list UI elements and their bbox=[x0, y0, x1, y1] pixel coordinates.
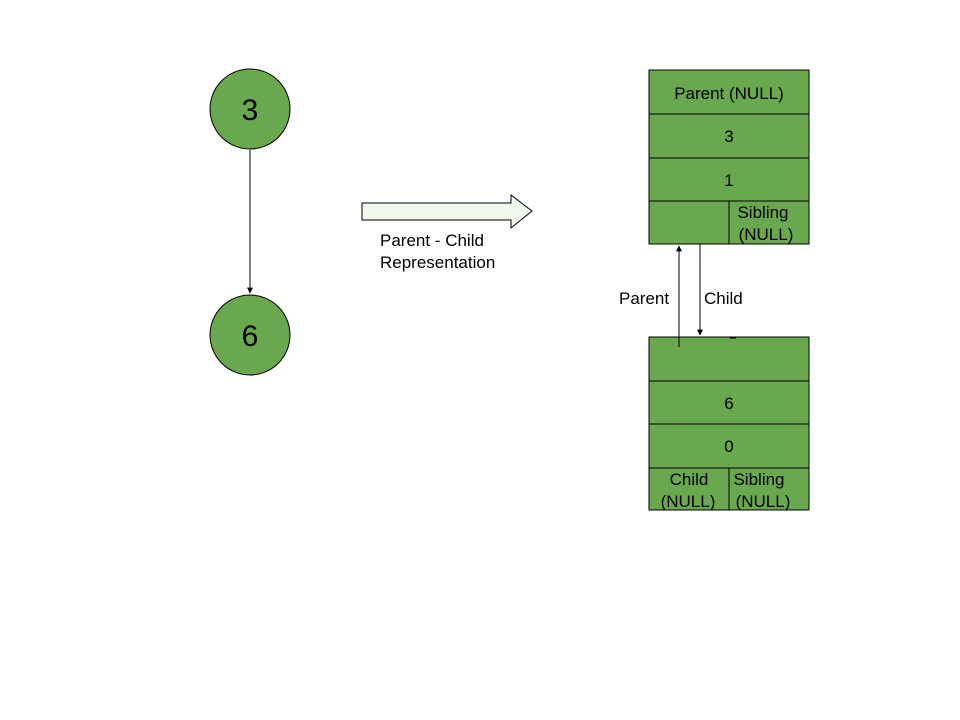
bottom-node-record: 6 0 Child (NULL) Sibling (NULL) bbox=[648, 336, 810, 511]
tree-node-child-circle bbox=[209, 294, 291, 376]
bottom-node-child-text-line2: (NULL) bbox=[661, 492, 716, 511]
top-node-parent-text: Parent (NULL) bbox=[674, 84, 784, 103]
top-node-data-cell bbox=[648, 113, 810, 159]
bottom-node-sibling-cell bbox=[728, 467, 810, 511]
tree-node-root-label: 3 bbox=[242, 94, 259, 127]
top-node-record: Parent (NULL) 3 1 Sibling (NULL) bbox=[648, 69, 810, 245]
transform-arrow bbox=[361, 193, 533, 230]
tree-node-root: 3 bbox=[209, 68, 291, 150]
tree-node-child: 6 bbox=[209, 294, 291, 376]
top-node-count-text: 1 bbox=[724, 171, 733, 190]
transform-arrow-group: Parent - Child Representation bbox=[361, 193, 533, 272]
bottom-node-count-text: 0 bbox=[724, 437, 733, 456]
parent-link-label: Parent bbox=[619, 289, 669, 308]
bottom-node-count-cell bbox=[648, 423, 810, 469]
top-node-sibling-text-line2: (NULL) bbox=[739, 225, 794, 244]
bottom-node-sibling-text-line2: (NULL) bbox=[736, 492, 791, 511]
tree-diagram: 3 6 bbox=[209, 68, 291, 376]
transform-caption-line1: Parent - Child bbox=[380, 231, 484, 250]
child-link-label: Child bbox=[704, 289, 743, 308]
top-node-sibling-cell bbox=[728, 200, 810, 245]
top-node-child-cell bbox=[648, 200, 730, 245]
transform-caption-line2: Representation bbox=[380, 253, 495, 272]
bottom-node-data-text: 6 bbox=[724, 394, 733, 413]
top-node-count-cell bbox=[648, 157, 810, 202]
bottom-node-sibling-text-line1: Sibling bbox=[733, 470, 784, 489]
tree-node-child-label: 6 bbox=[242, 320, 259, 353]
bottom-node-data-cell bbox=[648, 380, 810, 425]
bottom-node-parent-cell bbox=[648, 336, 810, 382]
record-links: Parent Child bbox=[619, 244, 743, 347]
top-node-data-text: 3 bbox=[724, 127, 733, 146]
tree-node-root-circle bbox=[209, 68, 291, 150]
bottom-node-child-text-line1: Child bbox=[670, 470, 709, 489]
top-node-sibling-text-line1: Sibling bbox=[737, 203, 788, 222]
